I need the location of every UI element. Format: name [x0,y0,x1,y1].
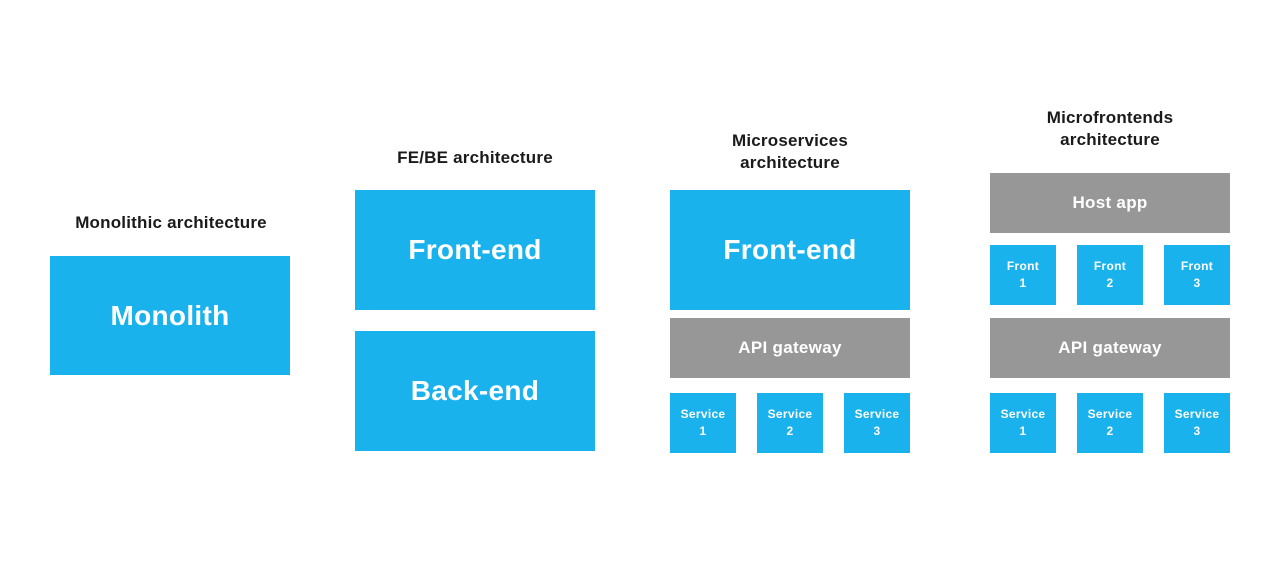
frontend-box: Front-end [355,190,595,310]
febe-architecture-title: FE/BE architecture [397,148,553,167]
microservices-service-3-box: Service 3 [844,393,910,453]
microservices-api-gateway-box: API gateway [670,318,910,378]
microfrontends-architecture-title: Microfrontends architecture [1046,108,1174,150]
microservices-architecture-title: Microservices architecture [731,131,848,173]
microfrontends-service-2-box: Service 2 [1077,393,1143,453]
microfrontends-service-3-box: Service 3 [1164,393,1230,453]
microservices-frontend-box: Front-end [670,190,910,310]
monolithic-architecture-title: Monolithic architecture [75,213,267,232]
backend-box: Back-end [355,331,595,451]
microfrontends-front-3-box: Front 3 [1164,245,1230,305]
microservices-service-2-box: Service 2 [757,393,823,453]
microservices-service-1-box: Service 1 [670,393,736,453]
microfrontends-front-1-box: Front 1 [990,245,1056,305]
host-app-box: Host app [990,173,1230,233]
microfrontends-api-gateway-box: API gateway [990,318,1230,378]
monolith-box: Monolith [50,256,290,375]
microfrontends-front-2-box: Front 2 [1077,245,1143,305]
microfrontends-service-1-box: Service 1 [990,393,1056,453]
